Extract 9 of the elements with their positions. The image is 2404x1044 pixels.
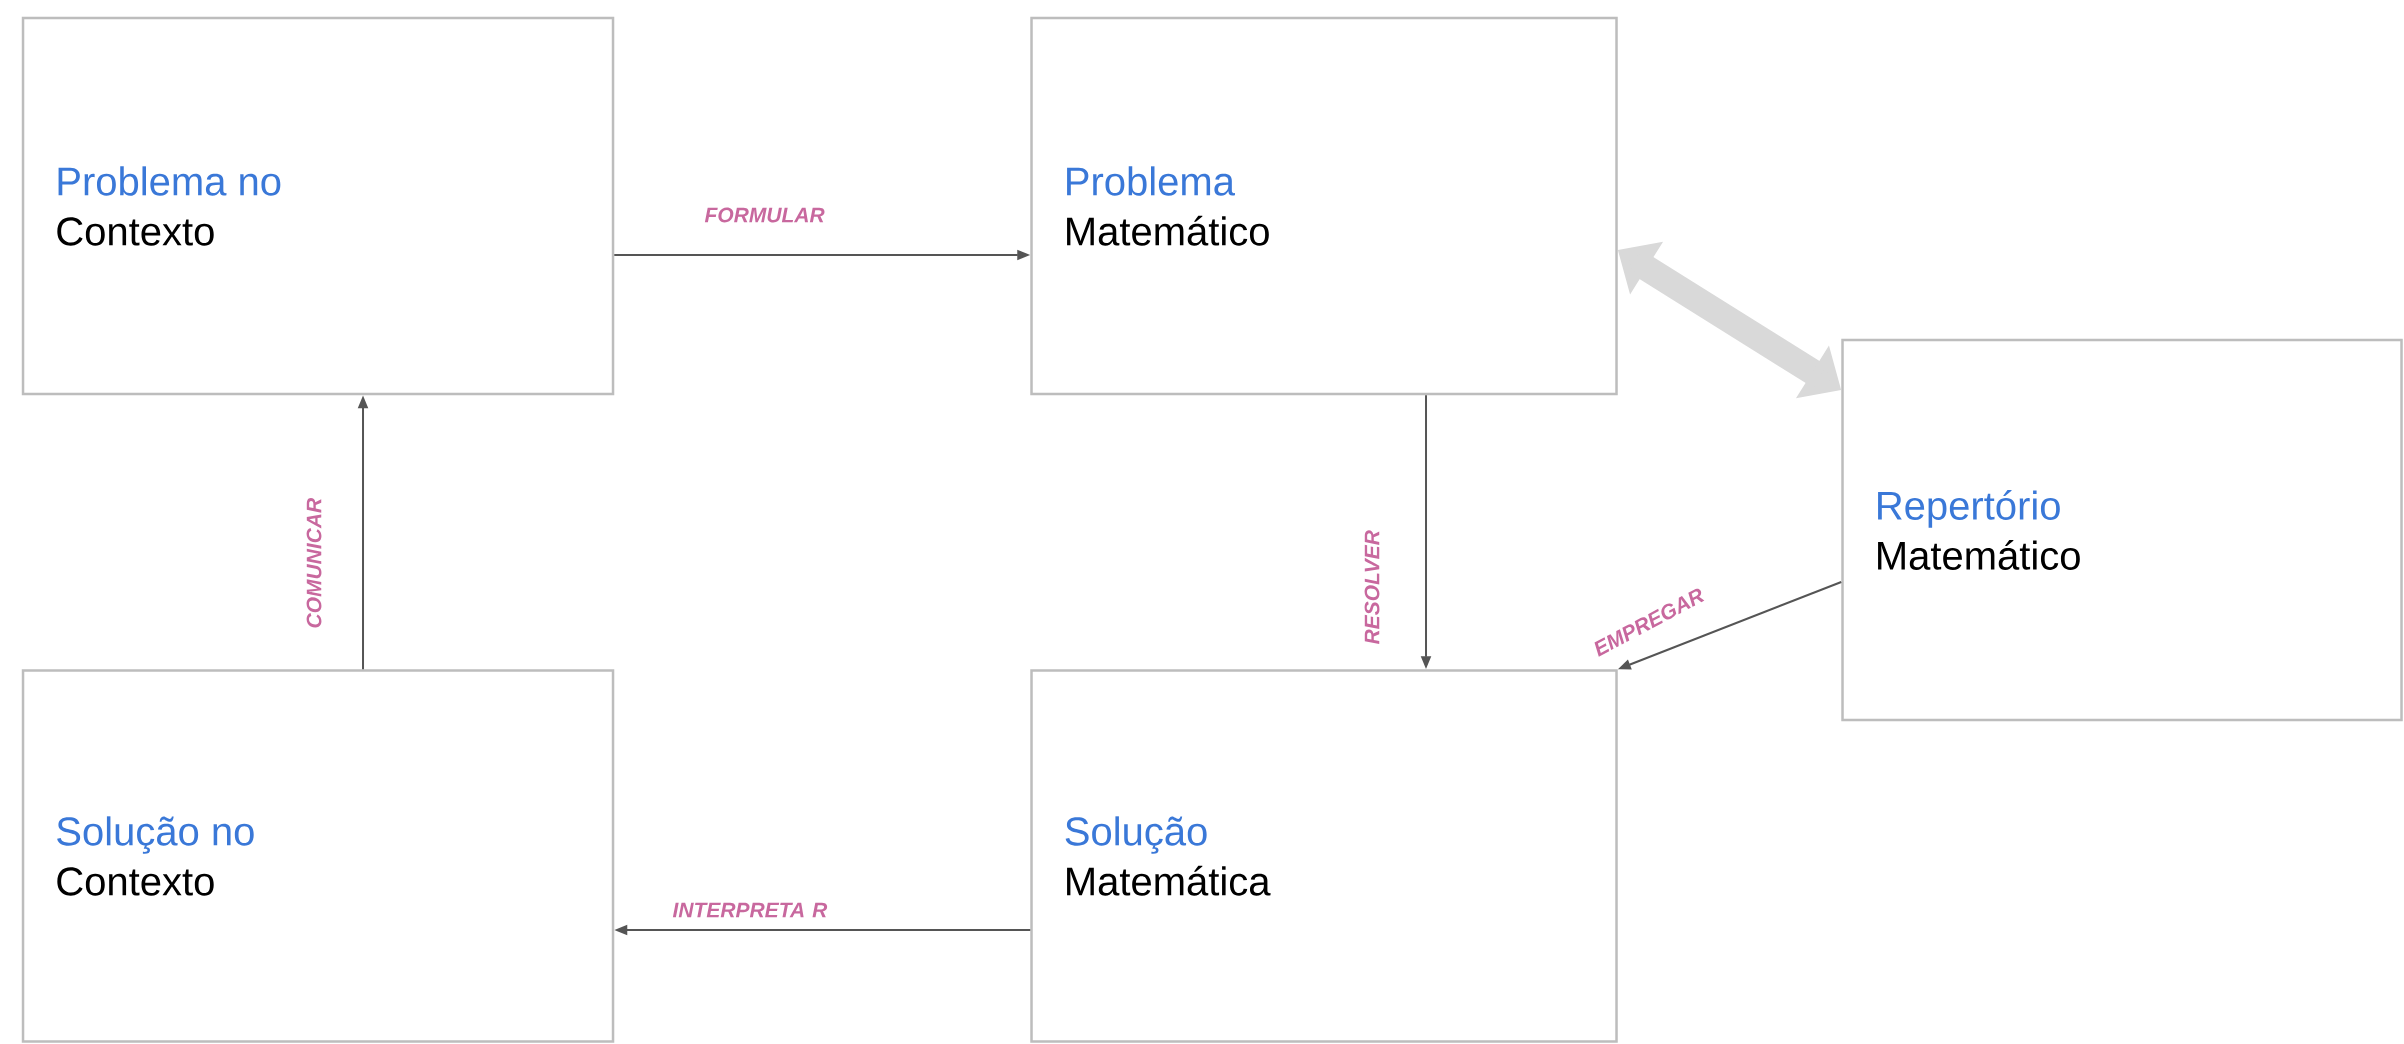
process-box: Repertório Matemático — [1841, 338, 2403, 722]
edge-label: RESOLVER — [1364, 530, 1380, 645]
process-box: Problema no Contexto — [21, 16, 615, 396]
process-box: Solução Matemática — [1030, 669, 1618, 1043]
edge-label: FORMULAR — [704, 207, 825, 223]
process-box: Solução no Contexto — [21, 669, 615, 1043]
edge-label: COMUNICAR — [306, 498, 322, 628]
edge-label: INTERPRETA R — [672, 902, 828, 918]
process-box: Problema Matemático — [1030, 16, 1618, 396]
